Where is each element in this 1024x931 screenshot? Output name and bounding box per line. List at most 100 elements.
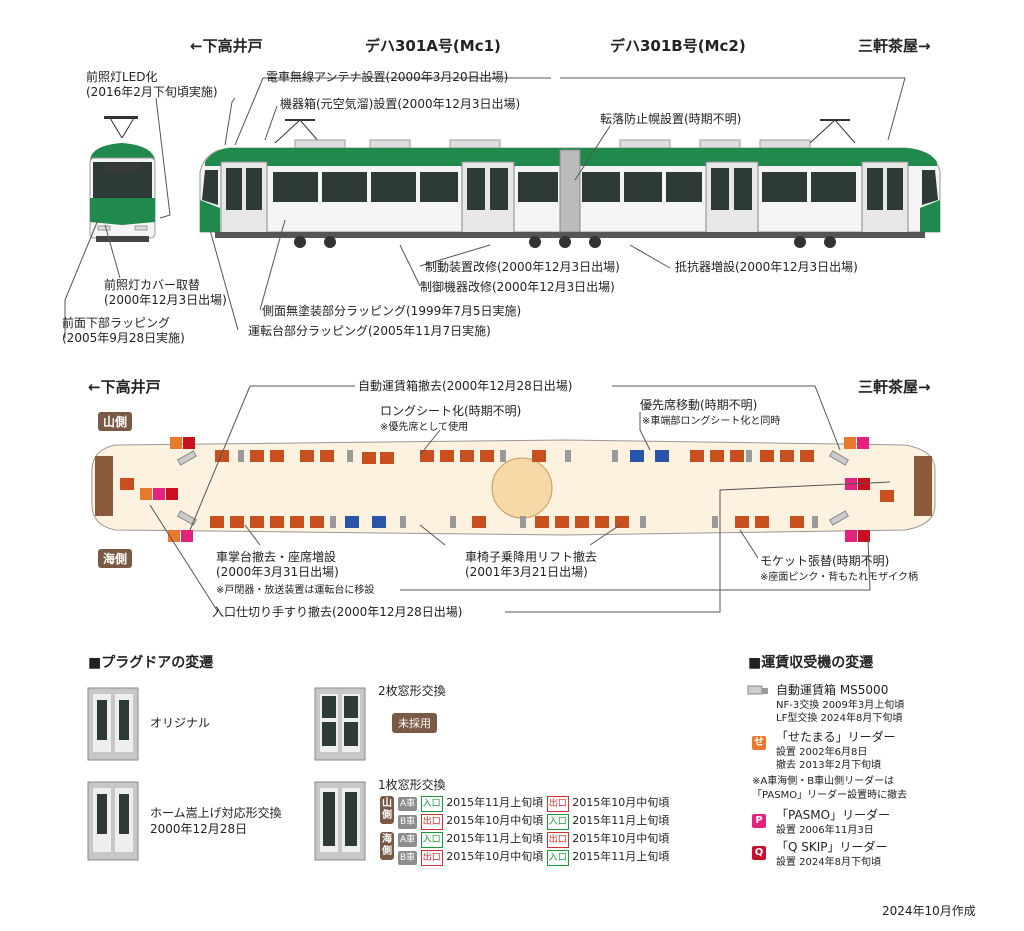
exit-tag: 出口 <box>546 832 569 848</box>
priority-note: ※車端部ロングシート化と同時 <box>642 416 781 427</box>
label-side-wrap: 側面無塗装部分ラッピング(1999年7月5日実施) <box>262 304 522 318</box>
label-auto-fare: 自動運賃箱撤去(2000年12月28日出場) <box>358 379 573 393</box>
label-brake: 制動装置改修(2000年12月3日出場) <box>425 260 620 274</box>
label-fall-guard: 転落防止幌設置(時期不明) <box>600 112 742 126</box>
qskip-badge: Q <box>752 845 766 860</box>
label-control: 制御機器改修(2000年12月3日出場) <box>420 280 615 294</box>
door-date: 2015年11月上旬頃 <box>446 796 544 809</box>
conductor-date: (2000年3月31日出場) <box>216 565 339 579</box>
light-cover-title: 前照灯カバー取替 <box>104 278 201 292</box>
door-date: 2015年10月中旬頃 <box>572 832 670 845</box>
moquette-note: ※座面ピンク・背もたれモザイク柄 <box>760 572 918 583</box>
plan-leader-lines <box>149 385 891 613</box>
conductor-note: ※戸閉器・放送装置は運転台に移設 <box>216 585 375 596</box>
entrance-tag: 入口 <box>546 814 569 830</box>
side-leader-lines <box>64 77 906 338</box>
sea-side-tag: 海側 <box>98 549 133 568</box>
door-row-2: B車 出口 2015年10月中旬頃 入口 2015年11月上旬頃 <box>398 814 669 830</box>
exit-tag: 出口 <box>420 850 443 866</box>
plug-door-title: ■プラグドアの変遷 <box>88 655 214 671</box>
car-tag: A車 <box>398 833 418 847</box>
entrance-tag: 入口 <box>420 796 443 812</box>
tram-front-view <box>89 116 156 242</box>
pasmo-install: 設置 2006年11月3日 <box>776 825 874 836</box>
setamaru-badge: せ <box>752 735 766 750</box>
label-equipment-box: 機器箱(元空気溜)設置(2000年12月3日出場) <box>280 97 521 111</box>
door-drawings <box>87 687 366 861</box>
setamaru-icon: せ <box>752 732 766 751</box>
light-cover-date: (2000年12月3日出場) <box>104 293 227 307</box>
door-row-3: A車 入口 2015年11月上旬頃 出口 2015年10月中旬頃 <box>398 832 669 848</box>
footer-date: 2024年10月作成 <box>882 904 976 918</box>
door-date: 2015年10月中旬頃 <box>446 814 544 827</box>
floor-plan <box>91 437 936 542</box>
front-led-date: (2016年2月下旬頃実施) <box>86 85 218 99</box>
car-tag: A車 <box>398 797 418 811</box>
fare-box-icon <box>747 685 768 695</box>
front-led-title: 前照灯LED化 <box>86 70 158 84</box>
label-long-seat: ロングシート化(時期不明) <box>380 404 522 418</box>
tram-side-view <box>199 119 941 248</box>
front-wrap-title: 前面下部ラッピング <box>62 316 171 330</box>
label-antenna: 電車無線アンテナ設置(2000年3月20日出場) <box>266 70 509 84</box>
setamaru-name: 「せたまる」リーダー <box>776 730 896 744</box>
exit-tag: 出口 <box>420 814 443 830</box>
wheelchair-date: (2001年3月21日出場) <box>465 565 588 579</box>
car-a-title: デハ301A号(Mc1) <box>365 37 501 55</box>
mountain-side-tag: 山側 <box>98 412 133 431</box>
fare-box-name: 自動運賃箱 MS5000 <box>776 683 889 697</box>
setamaru-note-2: 「PASMO」リーダー設置時に撤去 <box>752 790 908 801</box>
direction-right: 三軒茶屋→ <box>858 37 931 55</box>
pasmo-icon: P <box>752 810 766 829</box>
label-resistor: 抵抗器増設(2000年12月3日出場) <box>675 260 858 274</box>
door-date: 2015年11月上旬頃 <box>446 832 544 845</box>
door-row-1: A車 入口 2015年11月上旬頃 出口 2015年10月中旬頃 <box>398 796 669 812</box>
door-mountain-tag: 山側 <box>380 796 394 824</box>
qskip-icon: Q <box>752 842 766 861</box>
label-cab-wrap: 運転台部分ラッピング(2005年11月7日実施) <box>248 324 491 338</box>
label-moquette: モケット張替(時期不明) <box>760 554 890 568</box>
label-handrail: 入口仕切り手すり撤去(2000年12月28日出場) <box>212 605 463 619</box>
setamaru-remove: 撤去 2013年2月下旬頃 <box>776 760 881 771</box>
unused-badge: 未採用 <box>392 713 437 733</box>
door-home: ホーム嵩上げ対応形交換 <box>150 806 282 820</box>
label-wheelchair: 車椅子乗降用リフト撤去 (2001年3月21日出場) <box>465 550 597 580</box>
door-sea-tag: 海側 <box>380 832 394 860</box>
label-front-led: 前照灯LED化 (2016年2月下旬頃実施) <box>86 70 218 100</box>
qskip-install: 設置 2024年8月下旬頃 <box>776 857 881 868</box>
fare-box-nf3: NF-3交換 2009年3月上旬頃 <box>776 700 905 711</box>
label-front-wrap: 前面下部ラッピング (2005年9月28日実施) <box>62 316 185 346</box>
car-b-title: デハ301B号(Mc2) <box>610 37 746 55</box>
pasmo-name: 「PASMO」リーダー <box>776 808 891 822</box>
door-home-date: 2000年12月28日 <box>150 822 248 836</box>
door-date: 2015年10月中旬頃 <box>446 850 544 863</box>
door-original: オリジナル <box>150 716 211 730</box>
setamaru-install: 設置 2002年6月8日 <box>776 747 868 758</box>
pasmo-badge: P <box>752 813 766 828</box>
label-priority-move: 優先席移動(時期不明) <box>640 398 758 412</box>
door-row-4: B車 出口 2015年10月中旬頃 入口 2015年11月上旬頃 <box>398 850 669 866</box>
car-tag: B車 <box>398 815 418 829</box>
wheelchair-title: 車椅子乗降用リフト撤去 <box>465 550 598 564</box>
entrance-tag: 入口 <box>420 832 443 848</box>
front-wrap-date: (2005年9月28日実施) <box>62 331 185 345</box>
setamaru-note-1: ※A車海側・B車山側リーダーは <box>752 776 895 787</box>
plan-direction-right: 三軒茶屋→ <box>858 378 931 396</box>
conductor-title: 車掌台撤去・座席増設 <box>216 550 337 564</box>
exit-tag: 出口 <box>546 796 569 812</box>
direction-left: ←下高井戸 <box>190 37 263 55</box>
label-light-cover: 前照灯カバー取替 (2000年12月3日出場) <box>104 278 227 308</box>
door-two-window: 2枚窓形交換 <box>378 684 446 698</box>
door-date: 2015年11月上旬頃 <box>572 814 670 827</box>
door-one-window: 1枚窓形交換 <box>378 778 446 792</box>
car-tag: B車 <box>398 851 418 865</box>
label-conductor: 車掌台撤去・座席増設 (2000年3月31日出場) <box>216 550 339 580</box>
plan-direction-left: ←下高井戸 <box>88 378 161 396</box>
fare-title: ■運賃収受機の変遷 <box>748 655 874 671</box>
entrance-tag: 入口 <box>546 850 569 866</box>
fare-box-lf: LF型交換 2024年8月下旬頃 <box>776 713 903 724</box>
door-date: 2015年11月上旬頃 <box>572 850 670 863</box>
door-date: 2015年10月中旬頃 <box>572 796 670 809</box>
long-seat-note: ※優先席として使用 <box>380 422 469 433</box>
